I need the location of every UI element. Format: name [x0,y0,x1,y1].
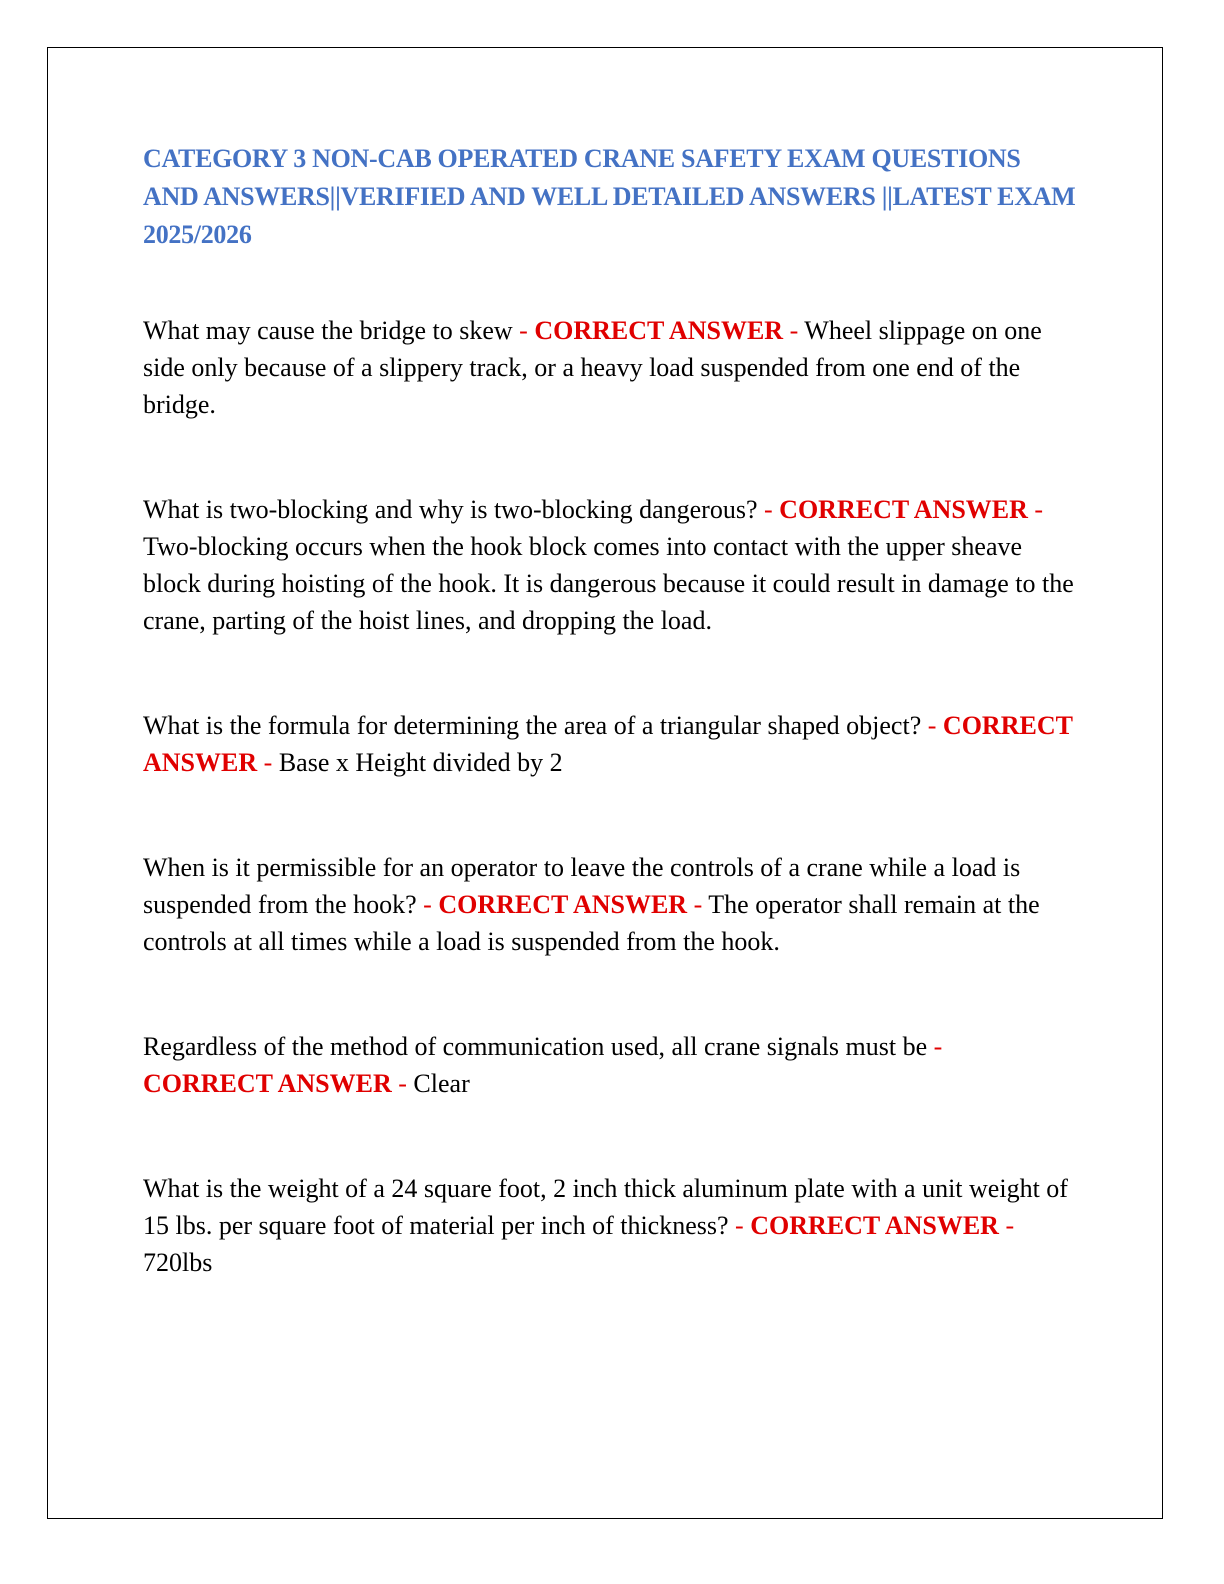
answer-text: Base x Height divided by 2 [278,748,563,777]
answer-text: 720lbs [143,1248,213,1277]
answer-separator: - [1034,495,1044,524]
answer-text: Clear [413,1069,470,1098]
qa-item-4: When is it permissible for an operator t… [143,849,1078,960]
correct-answer-label: CORRECT ANSWER [438,890,688,919]
answer-separator: - [927,711,937,740]
answer-separator: - [735,1211,744,1240]
answer-text: The operator shall remain at the control… [143,890,1040,956]
qa-item-3: What is the formula for determining the … [143,707,1078,781]
answer-separator: - [764,495,773,524]
qa-item-5: Regardless of the method of communicatio… [143,1028,1078,1102]
answer-separator: - [398,1069,407,1098]
answer-text: Two-blocking occurs when the hook block … [143,532,1074,635]
answer-text: Wheel slippage on one side only because … [143,316,1042,419]
page-border [47,47,1163,1519]
qa-item-6: What is the weight of a 24 square foot, … [143,1170,1078,1281]
answer-separator: - [693,890,703,919]
qa-item-1: What may cause the bridge to skew - CORR… [143,312,1078,423]
question-text: What is the formula for determining the … [143,711,922,740]
answer-separator: - [423,890,432,919]
question-text: What is the weight of a 24 square foot, … [143,1174,1068,1240]
answer-separator: - [263,748,273,777]
correct-answer-label: CORRECT ANSWER [779,495,1028,524]
qa-item-2: What is two-blocking and why is two-bloc… [143,491,1078,639]
answer-separator: - [789,316,799,345]
document-title: CATEGORY 3 NON-CAB OPERATED CRANE SAFETY… [143,144,1076,249]
correct-answer-label: CORRECT ANSWER [143,711,1073,777]
question-text: Regardless of the method of communicatio… [143,1032,928,1061]
question-text: What may cause the bridge to skew [143,316,513,345]
answer-separator: - [519,316,528,345]
qa-list: What may cause the bridge to skew - CORR… [143,312,1078,1281]
answer-separator: - [933,1032,943,1061]
question-text: When is it permissible for an operator t… [143,853,1021,919]
correct-answer-label: CORRECT ANSWER [534,316,784,345]
document-body: CATEGORY 3 NON-CAB OPERATED CRANE SAFETY… [143,140,1078,1281]
question-text: What is two-blocking and why is two-bloc… [143,495,758,524]
correct-answer-label: CORRECT ANSWER [143,1069,392,1098]
correct-answer-label: CORRECT ANSWER [750,1211,999,1240]
answer-separator: - [1005,1211,1015,1240]
